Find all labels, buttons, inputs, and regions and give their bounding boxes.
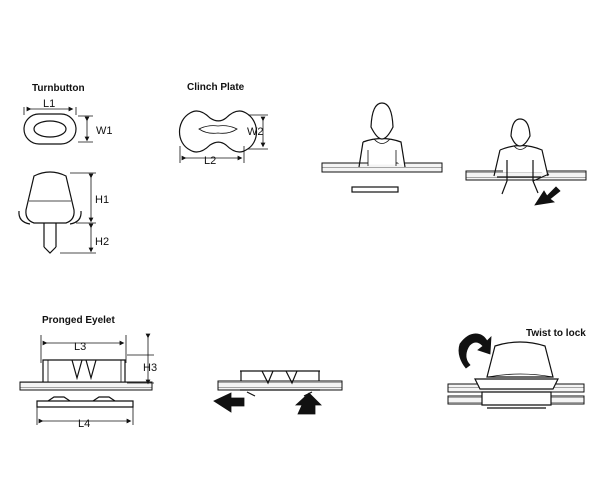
pronged-eyelet-group: Pronged Eyelet L3 H3 L4 <box>19 315 157 430</box>
installation-step-1 <box>321 102 443 193</box>
dimension-w1: W1 <box>96 125 113 137</box>
clinch-plate-group: Clinch Plate L2 W2 <box>178 82 268 167</box>
dimension-h1: H1 <box>95 194 109 206</box>
turnbutton-side-view: H1 H2 <box>18 171 109 254</box>
dimension-l3: L3 <box>74 341 86 353</box>
clinch-plate-label: Clinch Plate <box>187 82 245 93</box>
twist-to-lock-label: Twist to lock <box>526 328 586 339</box>
pronged-eyelet-label: Pronged Eyelet <box>42 315 115 326</box>
installation-step-3 <box>213 370 343 415</box>
left-push-arrow-icon <box>213 392 245 413</box>
turnbutton-group: Turnbutton L1 W1 H1 H2 <box>18 83 113 254</box>
up-push-arrow-icon <box>294 392 322 415</box>
clinch-plate-separate <box>351 186 399 193</box>
dimension-l1: L1 <box>43 98 55 110</box>
dimension-h3: H3 <box>143 362 157 374</box>
dimension-h2: H2 <box>95 236 109 248</box>
dimension-l2: L2 <box>204 155 216 167</box>
push-arrow-icon <box>534 186 561 206</box>
dimension-l4: L4 <box>78 418 90 430</box>
installation-step-4: Twist to lock <box>447 328 586 409</box>
turnbutton-top-view: L1 W1 <box>23 98 113 145</box>
turnbutton-label: Turnbutton <box>32 83 85 94</box>
installation-step-2 <box>465 118 587 206</box>
twist-arrow-icon <box>458 333 492 369</box>
dimension-w2: W2 <box>247 126 264 138</box>
clinch-plate-shape <box>178 110 258 153</box>
